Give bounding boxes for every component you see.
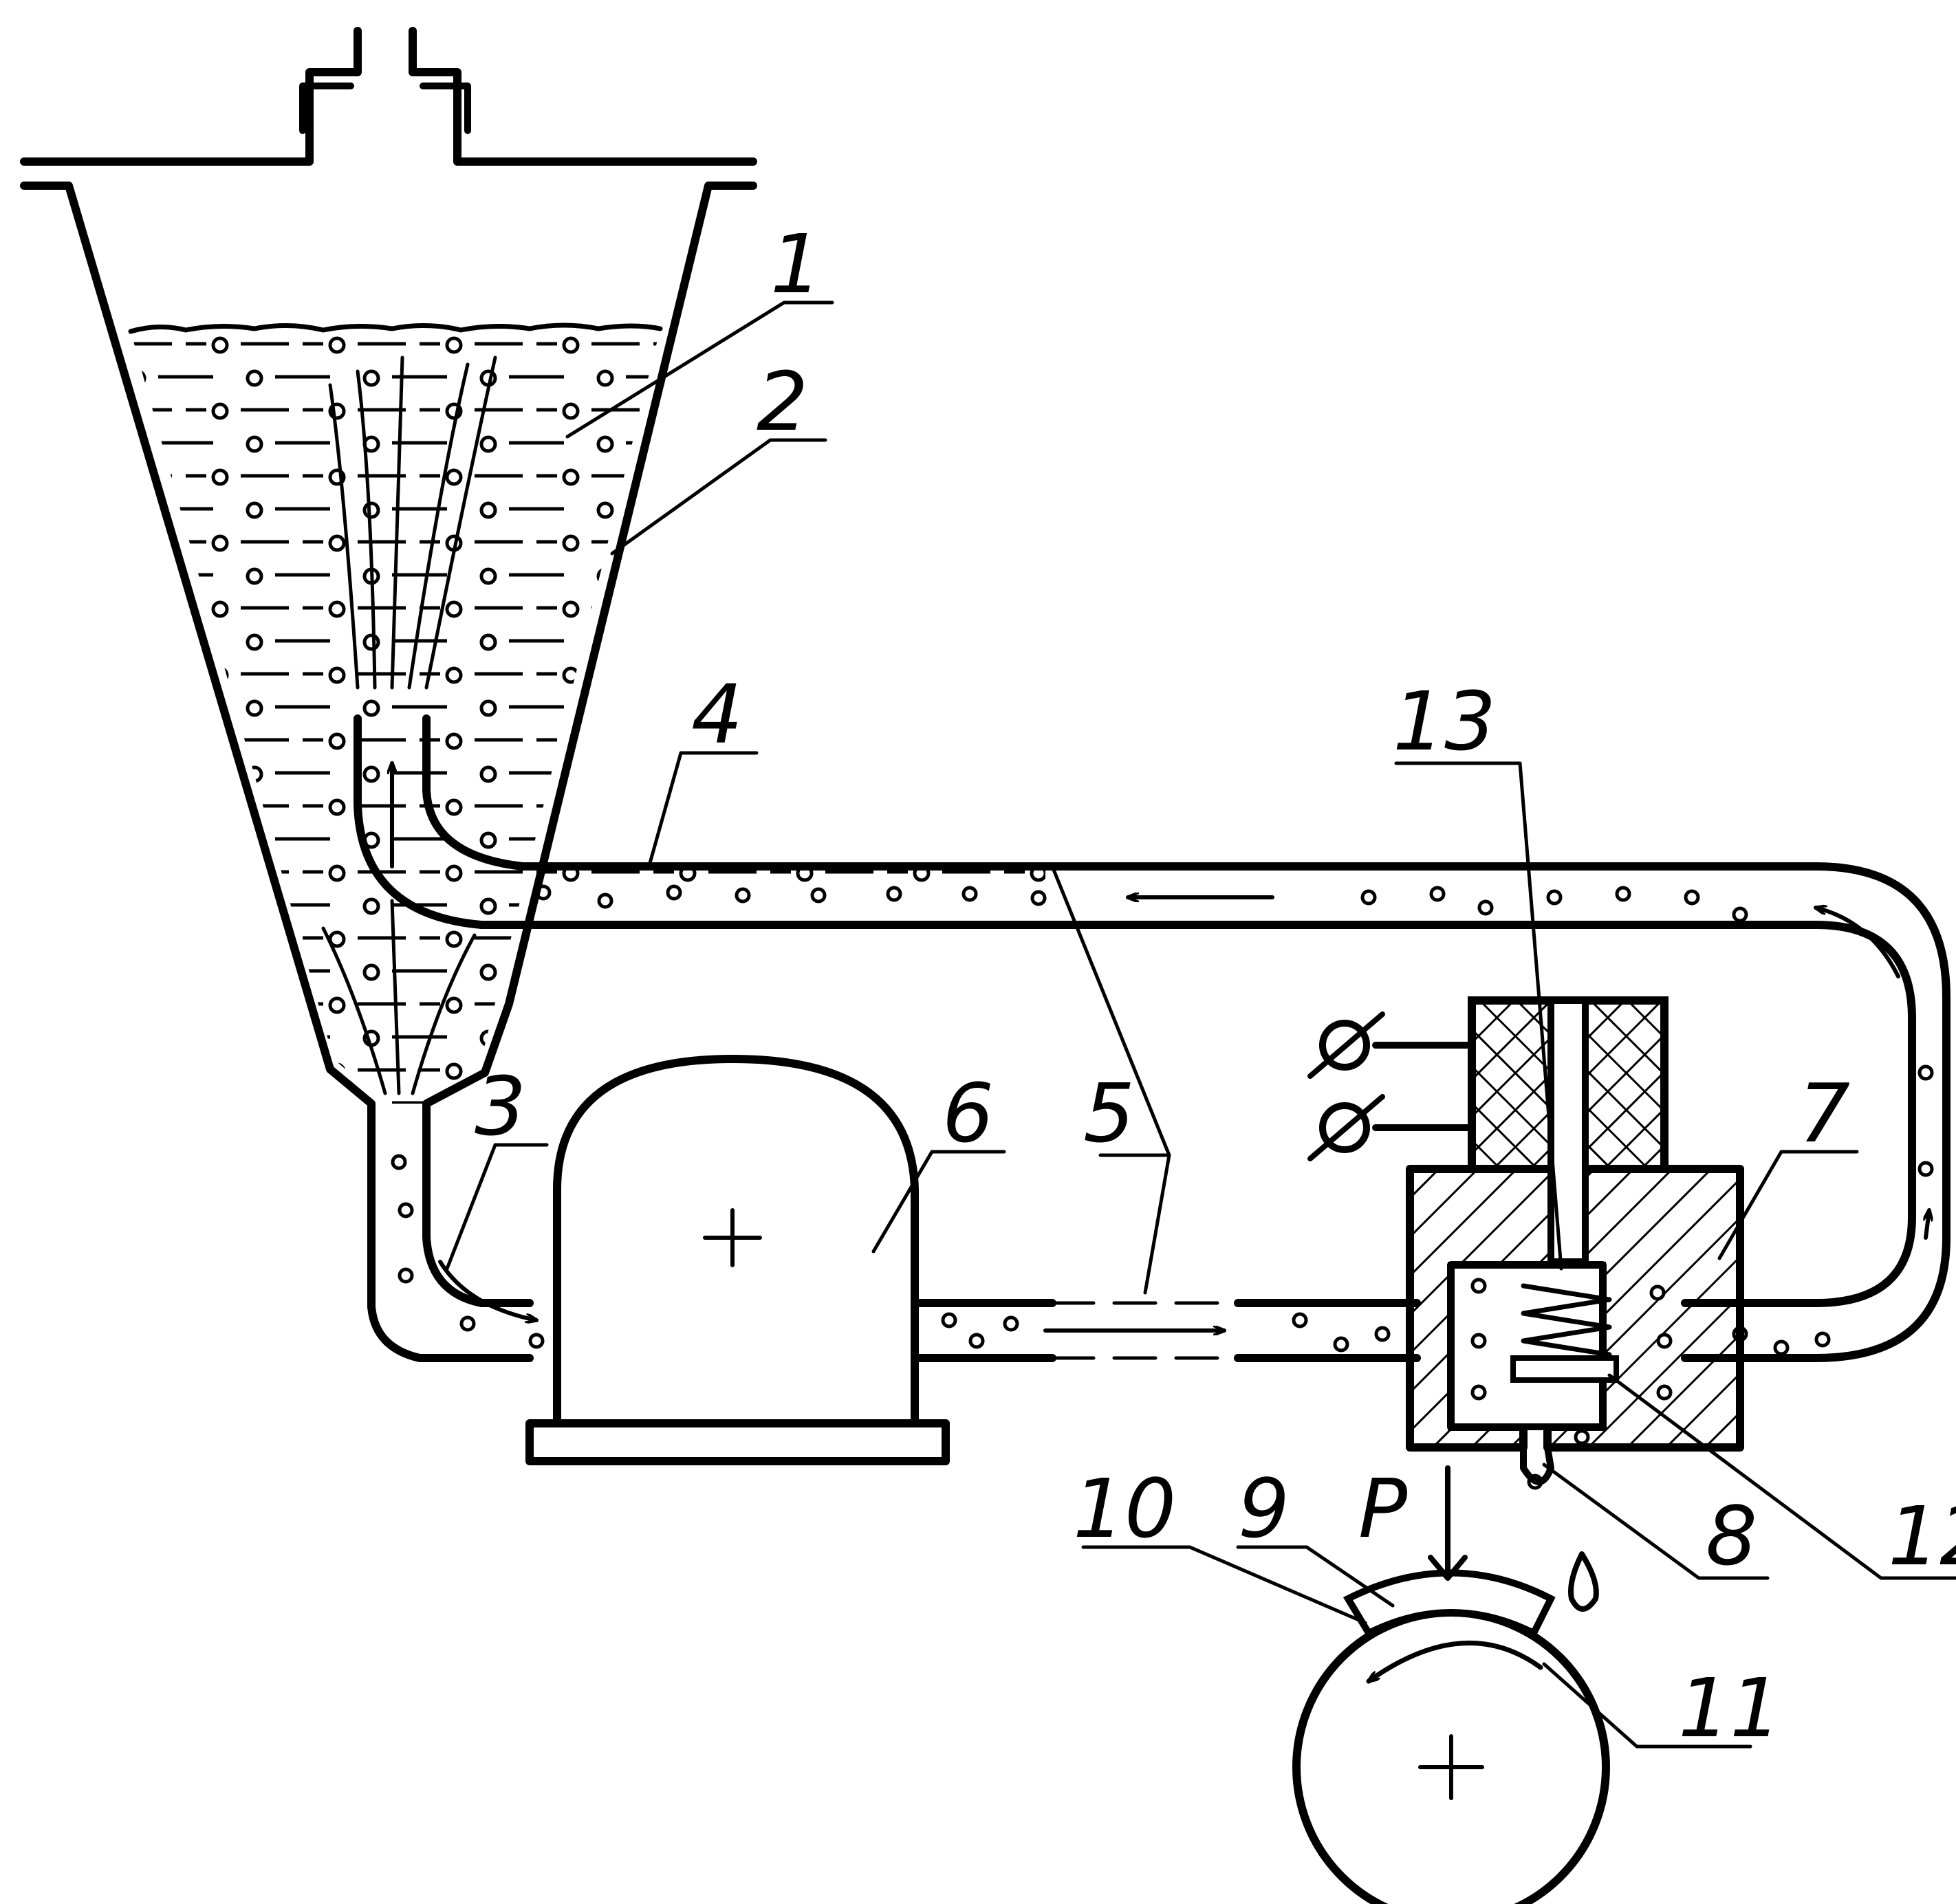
label-7: 7 [1799, 1066, 1850, 1161]
drop [1568, 1551, 1599, 1612]
valve-spring [1521, 1283, 1612, 1357]
return-pipe [354, 714, 1950, 1362]
label-8: 8 [1706, 1489, 1757, 1584]
label-1: 1 [770, 217, 822, 311]
label-3: 3 [475, 1059, 526, 1154]
labels: 1 2 3 4 5 6 7 8 9 10 11 12 13 P [475, 217, 1956, 1755]
hopper-tank [20, 27, 757, 1362]
label-5: 5 [1083, 1066, 1135, 1161]
label-13: 13 [1393, 674, 1496, 769]
roller-assembly [1292, 1465, 1610, 1904]
terminal-top [1319, 1020, 1370, 1071]
pump [525, 1055, 950, 1465]
terminal-bottom [1319, 1102, 1370, 1153]
label-6: 6 [942, 1066, 994, 1161]
pressure-pipe [911, 1299, 1421, 1362]
valve-assembly [1307, 996, 1831, 1490]
pump-rotor-center [703, 1208, 762, 1267]
leader-lines [445, 300, 1956, 1749]
label-9: 9 [1238, 1461, 1290, 1556]
pressure-shoe [1343, 1569, 1556, 1638]
label-2: 2 [757, 354, 808, 449]
label-10: 10 [1073, 1461, 1176, 1556]
liquid-surface [128, 322, 663, 334]
label-force-p: P [1358, 1461, 1407, 1556]
inlet-pipe [391, 1154, 545, 1349]
label-12: 12 [1888, 1489, 1956, 1584]
label-11: 11 [1678, 1661, 1781, 1755]
label-4: 4 [691, 667, 743, 762]
roller-center [1418, 1734, 1484, 1800]
